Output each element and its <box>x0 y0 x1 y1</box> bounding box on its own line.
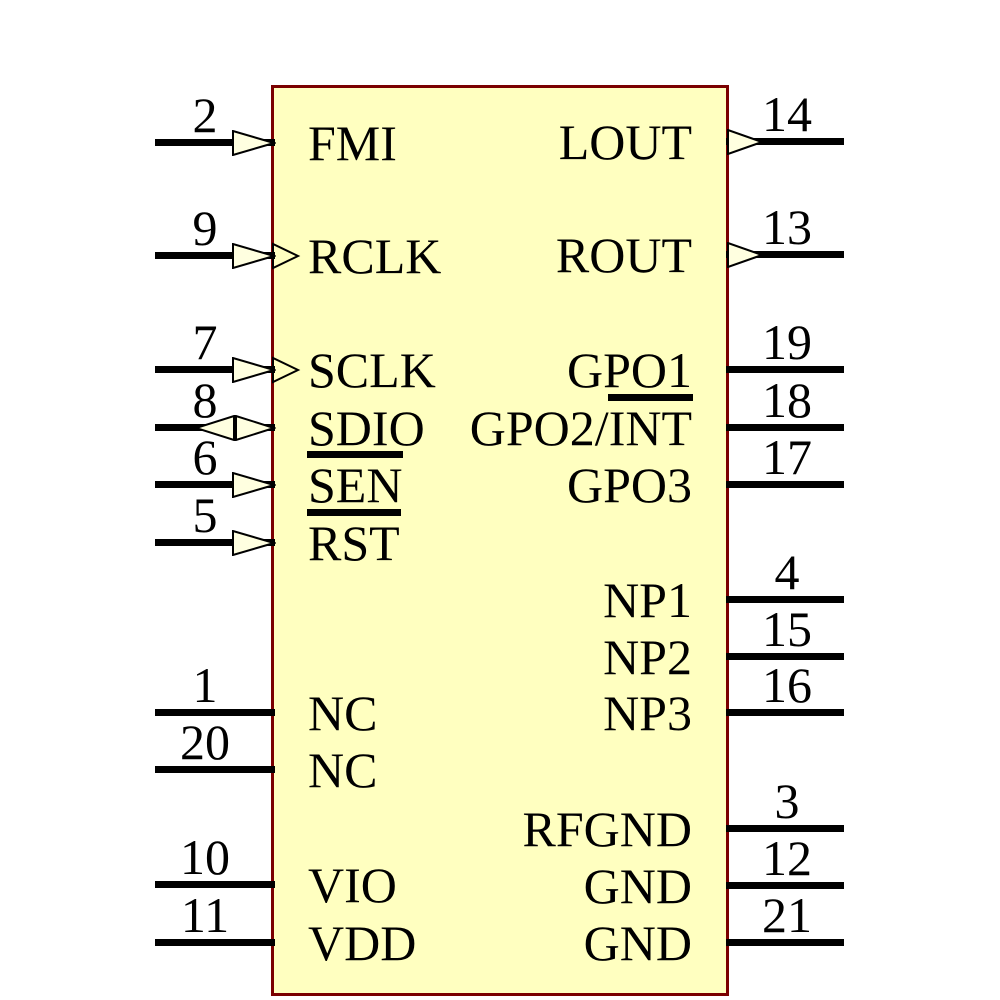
pin-number-1: 1 <box>192 657 218 713</box>
active-low-overline: INT <box>608 400 692 456</box>
pin-label-sen: SEN <box>308 460 402 510</box>
pin-number-10: 10 <box>180 829 230 885</box>
active-low-overline: RST <box>308 515 400 571</box>
pin-label-sdio: SDIO <box>308 400 425 456</box>
pin-label-gpo1: GPO1 <box>566 342 692 398</box>
pin-line-11 <box>155 939 275 946</box>
pin-label-fmi: FMI <box>308 115 397 171</box>
active-low-overline: SEN <box>308 457 403 513</box>
pin-number-5: 5 <box>192 487 218 543</box>
pin-number-9: 9 <box>192 200 218 256</box>
pin-label-gnd: GND <box>583 915 692 971</box>
pin-line-10 <box>155 881 275 888</box>
pin-number-18: 18 <box>762 372 812 428</box>
pin-line-16 <box>726 709 844 716</box>
pin-line-12 <box>726 882 844 889</box>
pin-line-18 <box>726 424 844 431</box>
pin-line-20 <box>155 766 275 773</box>
pin-line-13 <box>726 251 844 258</box>
pin-number-17: 17 <box>762 429 812 485</box>
pin-line-17 <box>726 481 844 488</box>
clock-icon <box>271 242 301 275</box>
pin-number-13: 13 <box>762 199 812 255</box>
pin-number-11: 11 <box>180 887 230 943</box>
pin-line-4 <box>726 596 844 603</box>
pin-label-gpo2-int: GPO2/INT <box>469 400 692 456</box>
input-arrow-icon <box>232 471 278 503</box>
pin-label-np1: NP1 <box>603 572 692 628</box>
pin-number-8: 8 <box>192 372 218 428</box>
pin-label-rst: RST <box>308 518 400 568</box>
pin-label-vio: VIO <box>308 857 397 913</box>
pin-line-5 <box>155 539 275 546</box>
pin-number-15: 15 <box>762 601 812 657</box>
pin-label-sclk: SCLK <box>308 342 436 398</box>
pin-number-14: 14 <box>762 86 812 142</box>
pin-label-np2: NP2 <box>603 629 692 685</box>
pin-number-20: 20 <box>180 714 230 770</box>
pin-number-16: 16 <box>762 657 812 713</box>
clock-icon <box>271 356 301 389</box>
pin-number-19: 19 <box>762 314 812 370</box>
pin-number-3: 3 <box>774 773 800 829</box>
input-arrow-icon <box>232 242 278 274</box>
pin-label-gnd: GND <box>583 858 692 914</box>
pin-label-rfgnd: RFGND <box>522 801 692 857</box>
pin-label-rout: ROUT <box>555 227 692 283</box>
pin-label-gpo3: GPO3 <box>566 457 692 513</box>
pin-line-9 <box>155 252 275 259</box>
pin-line-21 <box>726 939 844 946</box>
pin-line-14 <box>726 138 844 145</box>
pin-line-1 <box>155 709 275 716</box>
pin-line-6 <box>155 481 275 488</box>
pin-line-7 <box>155 366 275 373</box>
pin-number-2: 2 <box>192 87 218 143</box>
input-arrow-icon <box>232 129 278 161</box>
input-arrow-icon <box>232 356 278 388</box>
pin-line-19 <box>726 366 844 373</box>
input-arrow-icon <box>232 529 278 561</box>
pin-line-15 <box>726 653 844 660</box>
pin-label-vdd: VDD <box>308 915 417 971</box>
pin-line-3 <box>726 825 844 832</box>
pin-label-nc: NC <box>308 742 378 798</box>
pin-number-12: 12 <box>762 830 812 886</box>
output-arrow-icon <box>726 241 766 273</box>
pin-number-21: 21 <box>762 887 812 943</box>
pin-number-7: 7 <box>192 314 218 370</box>
pin-label-np3: NP3 <box>603 685 692 741</box>
pin-label-nc: NC <box>308 685 378 741</box>
pin-label-lout: LOUT <box>558 114 692 170</box>
bidirectional-arrow-icon <box>192 414 278 446</box>
pin-number-4: 4 <box>774 544 800 600</box>
pin-line-2 <box>155 139 275 146</box>
output-arrow-icon <box>726 128 766 160</box>
pin-number-6: 6 <box>192 429 218 485</box>
pin-label-rclk: RCLK <box>308 228 442 284</box>
